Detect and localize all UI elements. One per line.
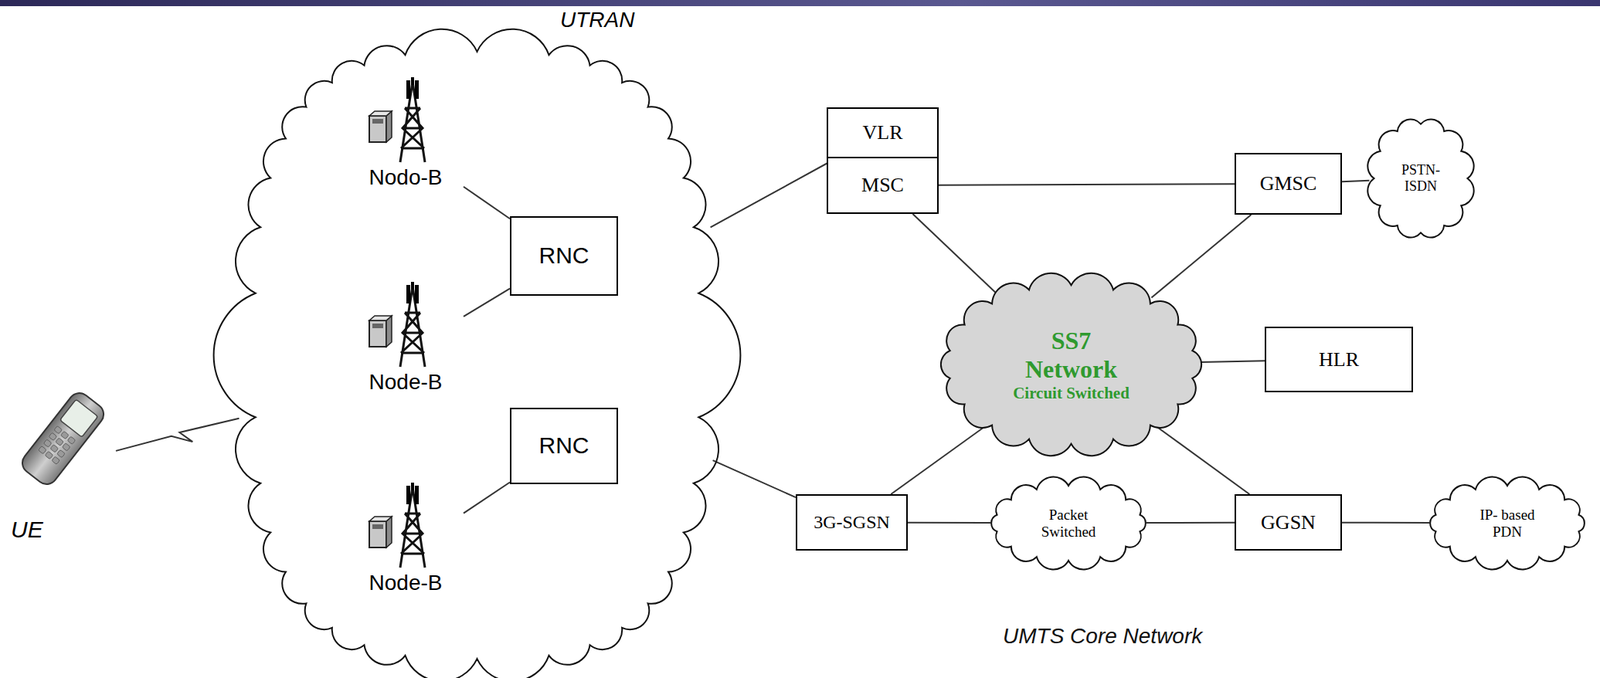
element-name: RNC: [539, 242, 590, 270]
link-line: [463, 186, 510, 219]
network-element-box: 3G-SGSN: [795, 494, 908, 551]
station-name: Node-B: [369, 570, 443, 596]
element-name: VLR: [862, 121, 904, 145]
link-line: [1146, 522, 1236, 524]
element-name: MSC: [861, 173, 904, 198]
node-b-station: Nodo-B: [347, 77, 464, 217]
network-element-box: GMSC: [1234, 152, 1342, 215]
cloud-path: [991, 477, 1146, 571]
link-line: [890, 427, 984, 495]
tower-icon: [363, 281, 449, 369]
network-element-box: RNC: [509, 407, 619, 485]
link-line: [938, 183, 1235, 185]
network-element-box: HLR: [1264, 326, 1414, 393]
element-name: 3G-SGSN: [813, 512, 891, 534]
tower-icon: [363, 77, 449, 164]
node-b-station: Node-B: [347, 482, 464, 622]
cloud-text: Circuit Switched: [1012, 383, 1130, 403]
cloud-text: Network: [1025, 355, 1118, 384]
station-name: Nodo-B: [369, 165, 443, 191]
network-cloud: SS7NetworkCircuit Switched: [933, 270, 1210, 459]
tower-icon: [363, 482, 449, 570]
cloud-text: IP- based PDN: [1468, 506, 1546, 541]
station-name: Node-B: [369, 370, 443, 395]
link-line: [115, 418, 240, 452]
link-line: [912, 214, 998, 295]
network-cloud: UTRANNodo-BRNCNode-BRNCNode-B: [235, 32, 719, 678]
link-line: [463, 288, 510, 317]
cloud-text: Packet Switched: [1025, 506, 1111, 541]
cloud-text: SS7: [1051, 326, 1092, 356]
core-network-label: UMTS Core Network: [996, 622, 1209, 651]
cloud-path: [940, 273, 1202, 456]
network-cloud: IP- based PDN: [1423, 475, 1592, 572]
link-line: [463, 482, 510, 514]
element-name: GMSC: [1260, 172, 1318, 196]
network-element-box: RNC: [509, 216, 619, 296]
link-line: [1341, 180, 1370, 183]
link-line: [1158, 428, 1251, 495]
element-name: GGSN: [1260, 511, 1316, 535]
region-heading: UTRAN: [544, 6, 650, 34]
link-line: [713, 460, 796, 498]
user-equipment: UE: [7, 382, 116, 549]
node-b-station: Node-B: [347, 281, 464, 422]
link-line: [1199, 360, 1265, 363]
cloud-path: [214, 29, 741, 678]
title-bar: [0, 0, 1600, 7]
link-line: [710, 158, 837, 228]
phone-icon: [11, 382, 113, 499]
cloud-path: [1430, 477, 1585, 571]
element-name: HLR: [1318, 348, 1359, 372]
cloud-outline: [235, 32, 719, 678]
link-line: [1341, 522, 1431, 524]
link-line: [1151, 214, 1251, 299]
network-element-box: VLR: [826, 107, 939, 159]
network-cloud: Packet Switched: [984, 475, 1153, 572]
ue-label: UE: [7, 515, 55, 546]
cloud-path: [1367, 118, 1474, 238]
link-line: [907, 522, 992, 524]
network-element-box: MSC: [826, 156, 939, 215]
network-element-box: GGSN: [1234, 494, 1342, 551]
element-name: RNC: [539, 432, 590, 460]
cloud-text: PSTN- ISDN: [1389, 162, 1452, 194]
network-cloud: PSTN- ISDN: [1362, 112, 1480, 245]
